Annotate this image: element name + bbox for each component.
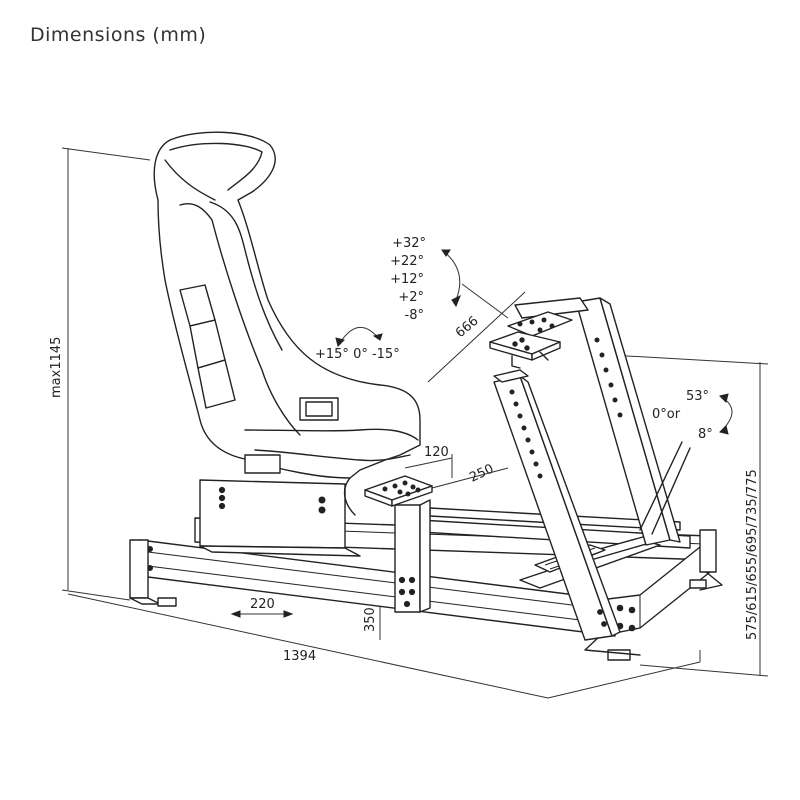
wheel-angle-5: -8°: [405, 308, 424, 323]
dimension-lines: [61, 147, 769, 699]
wheel-mount-plate: [489, 311, 573, 369]
wheel-angle-2: +22°: [390, 254, 424, 269]
wheel-angle-4: +2°: [398, 290, 424, 305]
seat-bracket: [199, 479, 361, 557]
shifter-angle-mid: 0°or: [652, 407, 681, 422]
seat-slide-label: 220: [250, 597, 275, 612]
pedal-width-label: 120: [424, 445, 449, 460]
wheel-angle-3: +12°: [390, 272, 424, 287]
pedal-depth-label: 250: [467, 462, 496, 486]
height-max-label: max1145: [49, 337, 64, 398]
rotation-arrows: [335, 249, 733, 435]
pedal-height-label: 350: [363, 607, 378, 632]
diagram-title: Dimensions (mm): [30, 24, 207, 46]
shifter-angle-top: 53°: [686, 389, 709, 404]
pedal-angle-label: +15° 0° -15°: [315, 347, 400, 362]
racing-seat: [153, 131, 421, 516]
shifter-angle-bottom: 8°: [698, 427, 713, 442]
length-label: 1394: [283, 649, 316, 664]
frame-heights-label: 575/615/655/695/735/775: [745, 469, 760, 640]
wheel-uprights: [493, 297, 691, 641]
wheel-angle-1: +32°: [392, 236, 426, 251]
pedal-mount: [364, 475, 433, 613]
